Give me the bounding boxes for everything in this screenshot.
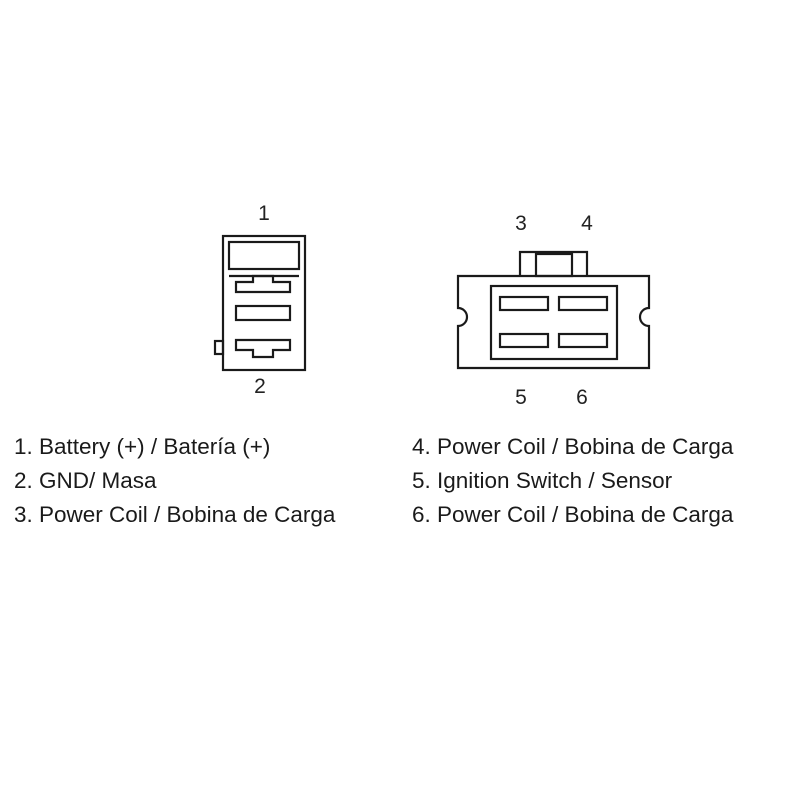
connector-b-terminal-5 (498, 332, 550, 349)
connector-a-housing (221, 234, 307, 372)
connector-b (456, 250, 651, 370)
legend-right: 4. Power Coil / Bobina de Carga 5. Ignit… (412, 430, 733, 532)
legend-left: 1. Battery (+) / Batería (+) 2. GND/ Mas… (14, 430, 335, 532)
pin-label-4: 4 (581, 212, 593, 235)
connector-b-latch-inner (534, 252, 574, 278)
pin-label-6: 6 (576, 386, 588, 409)
legend-item-4: 4. Power Coil / Bobina de Carga (412, 434, 734, 459)
connector-a-latch (227, 240, 301, 271)
pin-label-2: 2 (254, 375, 266, 398)
connector-b-terminal-3 (498, 295, 550, 312)
connector-b-terminal-6 (557, 332, 609, 349)
legend-item-2: 2. GND/ Masa (14, 468, 157, 493)
pin-label-5: 5 (515, 386, 527, 409)
connector-b-latch-outer (518, 250, 589, 276)
connector-b-terminal-block (489, 284, 619, 361)
connector-a-terminal-1 (234, 274, 292, 294)
connector-a-middle-slot (234, 304, 292, 322)
connector-b-housing (456, 274, 651, 370)
legend-item-5: 5. Ignition Switch / Sensor (412, 468, 673, 493)
legend-item-6: 6. Power Coil / Bobina de Carga (412, 502, 734, 527)
connector-a-terminal-2 (234, 338, 292, 359)
connector-a-side-key (213, 339, 225, 356)
legend-item-1: 1. Battery (+) / Batería (+) (14, 434, 271, 459)
pin-label-3: 3 (515, 212, 527, 235)
connector-a (213, 234, 307, 372)
legend-item-3: 3. Power Coil / Bobina de Carga (14, 502, 336, 527)
connector-b-terminal-4 (557, 295, 609, 312)
pin-label-1: 1 (258, 202, 270, 225)
